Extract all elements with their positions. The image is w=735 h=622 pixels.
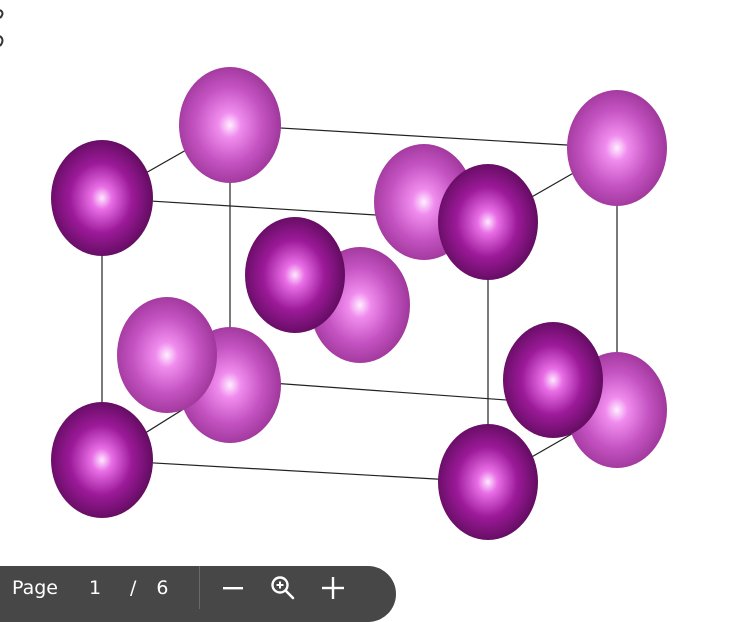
atom-front xyxy=(503,322,603,438)
atom-back xyxy=(117,297,217,413)
page-separator: / xyxy=(130,576,137,599)
crystal-structure-figure xyxy=(51,67,667,540)
zoom-fit-button[interactable] xyxy=(258,566,308,609)
minus-icon xyxy=(222,586,243,589)
page-indicator: Page 1 / 6 xyxy=(0,566,181,609)
cell-edge xyxy=(101,459,489,483)
document-viewport xyxy=(0,9,667,540)
zoom-in-button[interactable] xyxy=(308,566,358,609)
zoom-out-button[interactable] xyxy=(208,566,258,609)
atom-front xyxy=(245,217,345,333)
plus-icon xyxy=(321,576,344,599)
atoms-layer xyxy=(51,67,667,540)
atom-back xyxy=(567,90,667,206)
total-pages: 6 xyxy=(156,576,169,599)
partial-glyph xyxy=(0,9,4,47)
atom-front xyxy=(438,424,538,540)
page-label: Page xyxy=(12,576,58,599)
cell-edge xyxy=(229,124,618,149)
atom-front xyxy=(51,402,153,518)
atom-back xyxy=(179,67,281,183)
magnifier-plus-icon xyxy=(270,575,294,599)
current-page-input[interactable]: 1 xyxy=(88,576,102,599)
pdf-toolbar: Page 1 / 6 xyxy=(0,566,396,622)
toolbar-divider xyxy=(198,566,200,609)
atom-front xyxy=(438,164,538,280)
atom-front xyxy=(51,140,153,256)
